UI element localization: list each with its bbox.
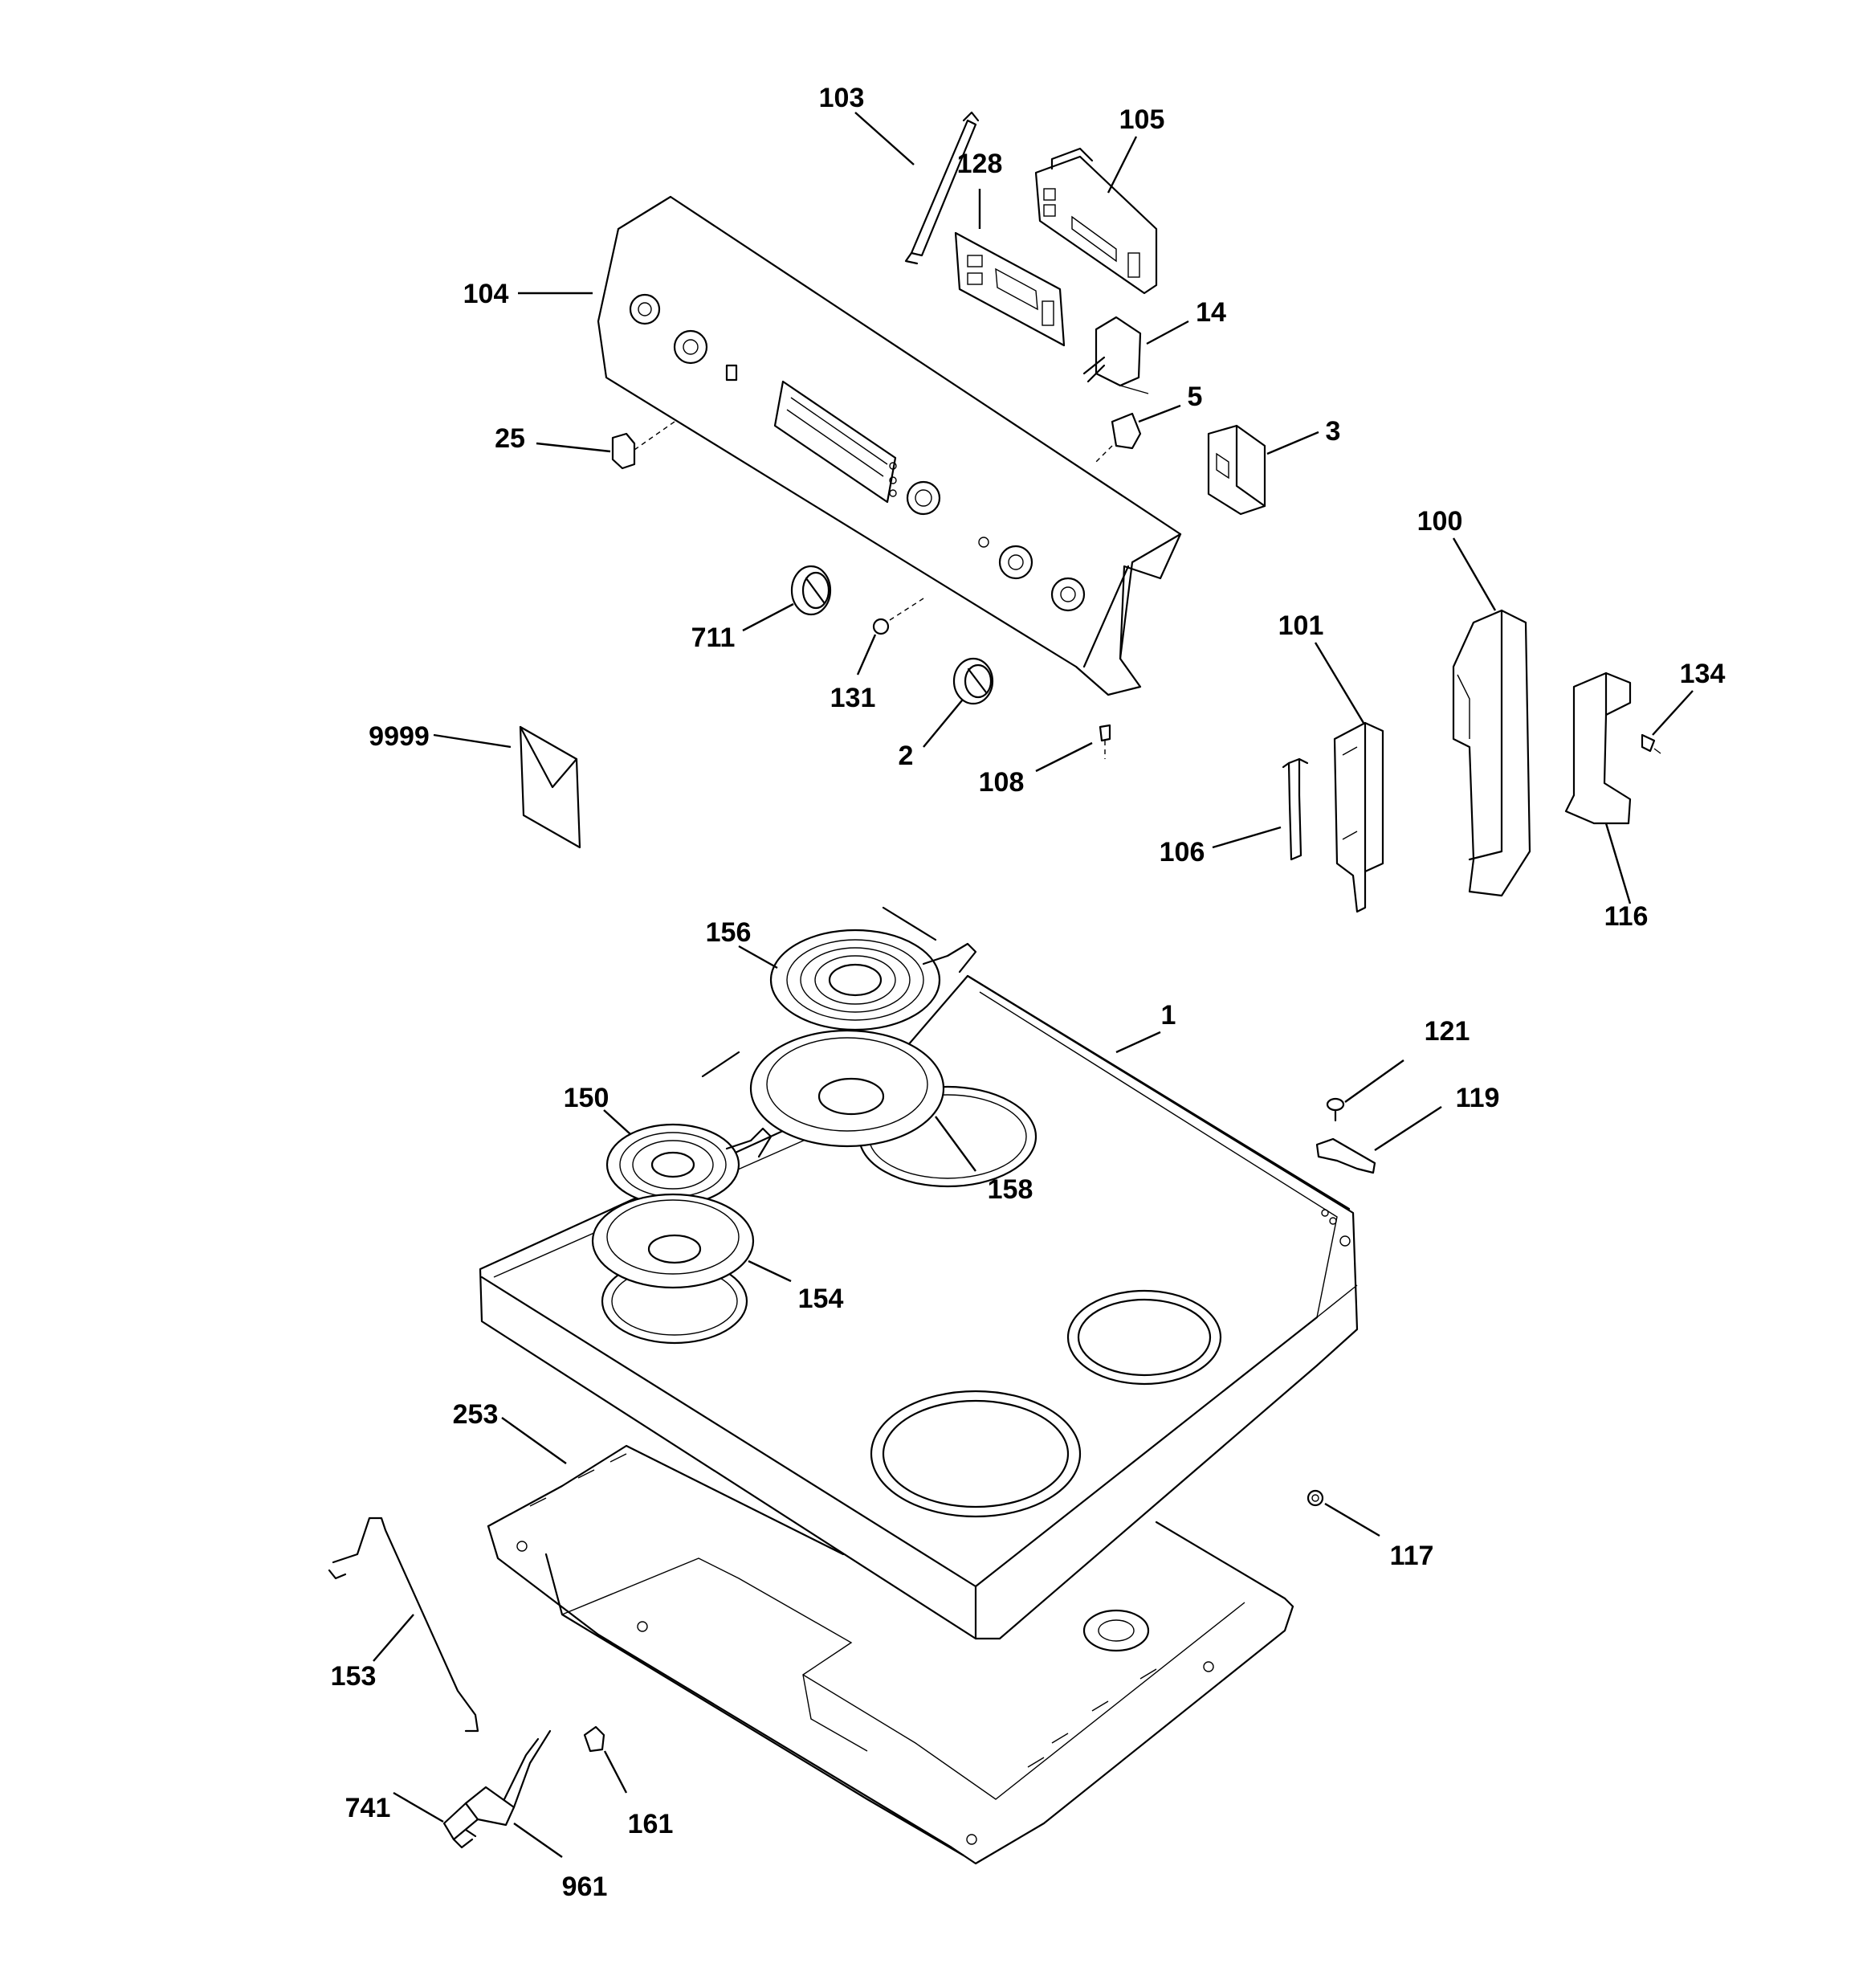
terminal-block-961	[464, 1729, 552, 1827]
overlay-128	[954, 231, 1066, 347]
rocker-switch-25	[611, 421, 675, 470]
callout-117: 117	[1390, 1541, 1434, 1571]
grommet-131	[872, 598, 924, 635]
callout-14: 14	[1196, 297, 1226, 328]
bracket-101	[1333, 721, 1384, 913]
bracket-106	[1282, 757, 1309, 861]
callout-108: 108	[979, 767, 1025, 798]
callout-106: 106	[1160, 837, 1205, 867]
drip-pan-154	[591, 1193, 755, 1289]
callout-128: 128	[957, 149, 1003, 179]
leader-lines	[373, 112, 1694, 1858]
main-top-1	[479, 974, 1359, 1640]
callout-156: 156	[706, 917, 752, 948]
end-cap-116	[1564, 672, 1632, 825]
callout-100: 100	[1417, 506, 1463, 537]
element-lead-150	[701, 1051, 740, 1078]
control-board-105	[1034, 147, 1158, 295]
callout-134: 134	[1680, 659, 1726, 689]
drip-pan-158	[749, 1029, 945, 1148]
callout-131: 131	[830, 683, 876, 713]
callout-741: 741	[345, 1793, 391, 1823]
callout-103: 103	[819, 83, 865, 113]
burner-box-253	[487, 1444, 1294, 1865]
callout-104: 104	[463, 279, 509, 309]
callout-1: 1	[1161, 1000, 1176, 1031]
callout-119: 119	[1456, 1083, 1500, 1113]
callout-153: 153	[331, 1661, 377, 1692]
nut-117	[1307, 1489, 1324, 1507]
control-panel-backsplash	[597, 195, 1182, 696]
hinge-bracket-119	[1315, 1137, 1376, 1174]
wire-153	[328, 1517, 479, 1733]
clip-161	[583, 1725, 605, 1753]
callout-121: 121	[1425, 1016, 1470, 1047]
callout-labels: 103 105 128 104 14 5 3 25 100 101 134 71…	[331, 83, 1726, 1902]
callout-161: 161	[628, 1809, 674, 1839]
knob-711	[790, 565, 832, 616]
screw-134	[1641, 733, 1661, 754]
callout-9999: 9999	[369, 721, 430, 752]
surface-element-156	[769, 929, 977, 1031]
infinite-switch-3	[1207, 424, 1266, 516]
callout-150: 150	[564, 1083, 609, 1113]
callout-25: 25	[495, 423, 525, 454]
callout-5: 5	[1188, 382, 1203, 412]
element-lead-156	[882, 906, 937, 941]
end-cap-100	[1452, 609, 1531, 897]
callout-105: 105	[1119, 104, 1165, 135]
callout-711: 711	[691, 623, 736, 653]
switch-5	[1095, 412, 1142, 463]
callout-3: 3	[1326, 416, 1341, 447]
callout-158: 158	[988, 1174, 1033, 1205]
callout-101: 101	[1278, 610, 1324, 641]
screw-108	[1099, 724, 1111, 759]
switch-14	[1082, 316, 1149, 394]
callout-253: 253	[453, 1399, 499, 1430]
callout-961: 961	[562, 1872, 608, 1902]
callout-2: 2	[899, 741, 914, 771]
literature-9999	[519, 725, 581, 849]
screw-121	[1326, 1097, 1345, 1122]
callout-154: 154	[798, 1284, 844, 1314]
knob-2	[952, 657, 994, 705]
bracket-103	[904, 111, 980, 265]
callout-116: 116	[1604, 901, 1649, 932]
